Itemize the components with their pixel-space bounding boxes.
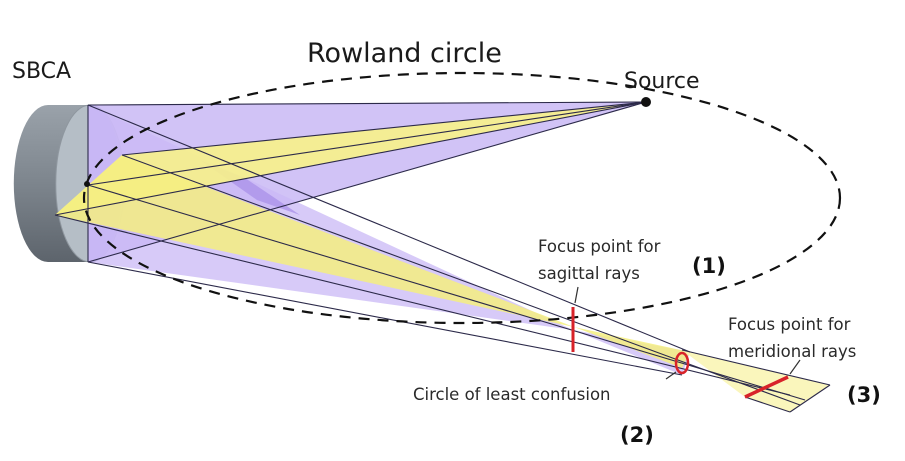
sagittal-label-line2: sagittal rays — [538, 264, 640, 283]
confusion-label: Circle of least confusion — [413, 385, 611, 404]
crystal-point — [84, 181, 90, 187]
meridional-label-line1: Focus point for — [728, 315, 851, 334]
meridional-label-line2: meridional rays — [728, 342, 856, 361]
marker-1: (1) — [692, 254, 726, 278]
source-label: Source — [624, 69, 700, 94]
leader-lines — [574, 286, 801, 380]
marker-2: (2) — [620, 423, 654, 447]
rowland-circle-title: Rowland circle — [307, 38, 502, 69]
sagittal-label-line1: Focus point for — [538, 237, 661, 256]
least-confusion-marker — [674, 351, 690, 375]
rowland-circle — [82, 71, 842, 325]
sbca-label: SBCA — [12, 59, 71, 84]
source-point — [641, 97, 651, 107]
marker-3: (3) — [847, 383, 881, 407]
meridional-focus-marker — [744, 375, 789, 399]
